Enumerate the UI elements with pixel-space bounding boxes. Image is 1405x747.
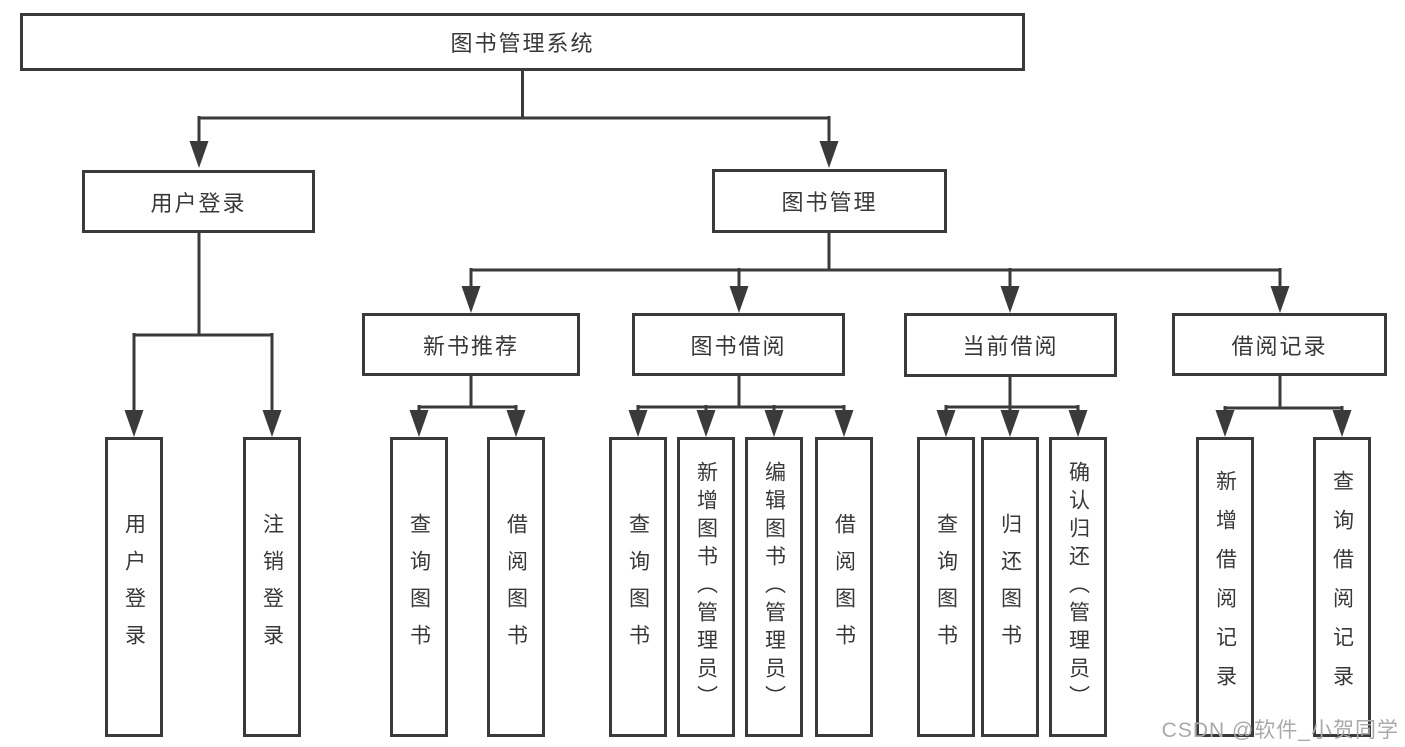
leaf-label: 归还图书 [998, 513, 1022, 661]
leaf-label: 查询借阅记录 [1330, 470, 1354, 704]
node-borrow-record: 借阅记录 [1172, 313, 1387, 376]
leaf-label: 新增借阅记录 [1213, 470, 1237, 704]
arrowhead [1068, 410, 1088, 437]
connector [417, 376, 518, 414]
arrowhead [1270, 286, 1290, 313]
node-leaf-newbook-query: 查询图书 [390, 437, 448, 737]
node-leaf-logout: 注销登录 [243, 437, 301, 737]
node-leaf-newbook-borrow: 借阅图书 [487, 437, 545, 737]
arrowhead [764, 410, 784, 437]
arrowhead [1000, 410, 1020, 437]
leaf-label: 确认归还（管理员） [1066, 461, 1090, 713]
leaf-label: 用户登录 [122, 513, 146, 661]
node-leaf-current-query: 查询图书 [917, 437, 975, 737]
node-leaf-borrow-borrow: 借阅图书 [815, 437, 873, 737]
node-current-borrow: 当前借阅 [904, 313, 1117, 377]
node-leaf-borrow-add-admin: 新增图书（管理员） [677, 437, 735, 737]
connector [1223, 376, 1344, 414]
arrowhead [1000, 286, 1020, 313]
node-book-borrow: 图书借阅 [632, 313, 845, 376]
connector [944, 377, 1080, 414]
leaf-label: 查询图书 [626, 513, 650, 661]
leaf-label: 新增图书（管理员） [694, 461, 718, 713]
arrowhead [1332, 410, 1352, 437]
connector [197, 70, 831, 146]
node-leaf-record-query: 查询借阅记录 [1313, 437, 1371, 737]
node-leaf-borrow-query: 查询图书 [609, 437, 667, 737]
connector [132, 233, 274, 414]
leaf-label: 注销登录 [260, 513, 284, 661]
node-new-book-recommend: 新书推荐 [362, 313, 580, 376]
arrowhead [936, 410, 956, 437]
arrowhead [834, 410, 854, 437]
connector [469, 233, 1282, 291]
leaf-label: 编辑图书（管理员） [762, 461, 786, 713]
leaf-label: 借阅图书 [504, 513, 528, 661]
arrowhead [262, 410, 282, 437]
arrowhead [124, 410, 144, 437]
leaf-label: 查询图书 [407, 513, 431, 661]
arrowhead [189, 141, 209, 168]
arrowhead [819, 141, 839, 168]
connector [636, 376, 846, 414]
leaf-label: 借阅图书 [832, 513, 856, 661]
node-leaf-current-confirm-admin: 确认归还（管理员） [1049, 437, 1107, 737]
node-user-login: 用户登录 [82, 170, 315, 233]
arrowhead [409, 410, 429, 437]
arrowhead [729, 286, 749, 313]
arrowhead [628, 410, 648, 437]
watermark: CSDN @软件_小贺同学 [1161, 719, 1399, 742]
arrowhead [696, 410, 716, 437]
arrowhead [461, 286, 481, 313]
node-leaf-record-add: 新增借阅记录 [1196, 437, 1254, 737]
node-root: 图书管理系统 [20, 13, 1025, 71]
leaf-label: 查询图书 [934, 513, 958, 661]
node-leaf-current-return: 归还图书 [981, 437, 1039, 737]
arrowhead [1215, 410, 1235, 437]
node-leaf-user-login: 用户登录 [105, 437, 163, 737]
arrowhead [506, 410, 526, 437]
node-leaf-borrow-edit-admin: 编辑图书（管理员） [745, 437, 803, 737]
node-book-management: 图书管理 [712, 169, 947, 233]
